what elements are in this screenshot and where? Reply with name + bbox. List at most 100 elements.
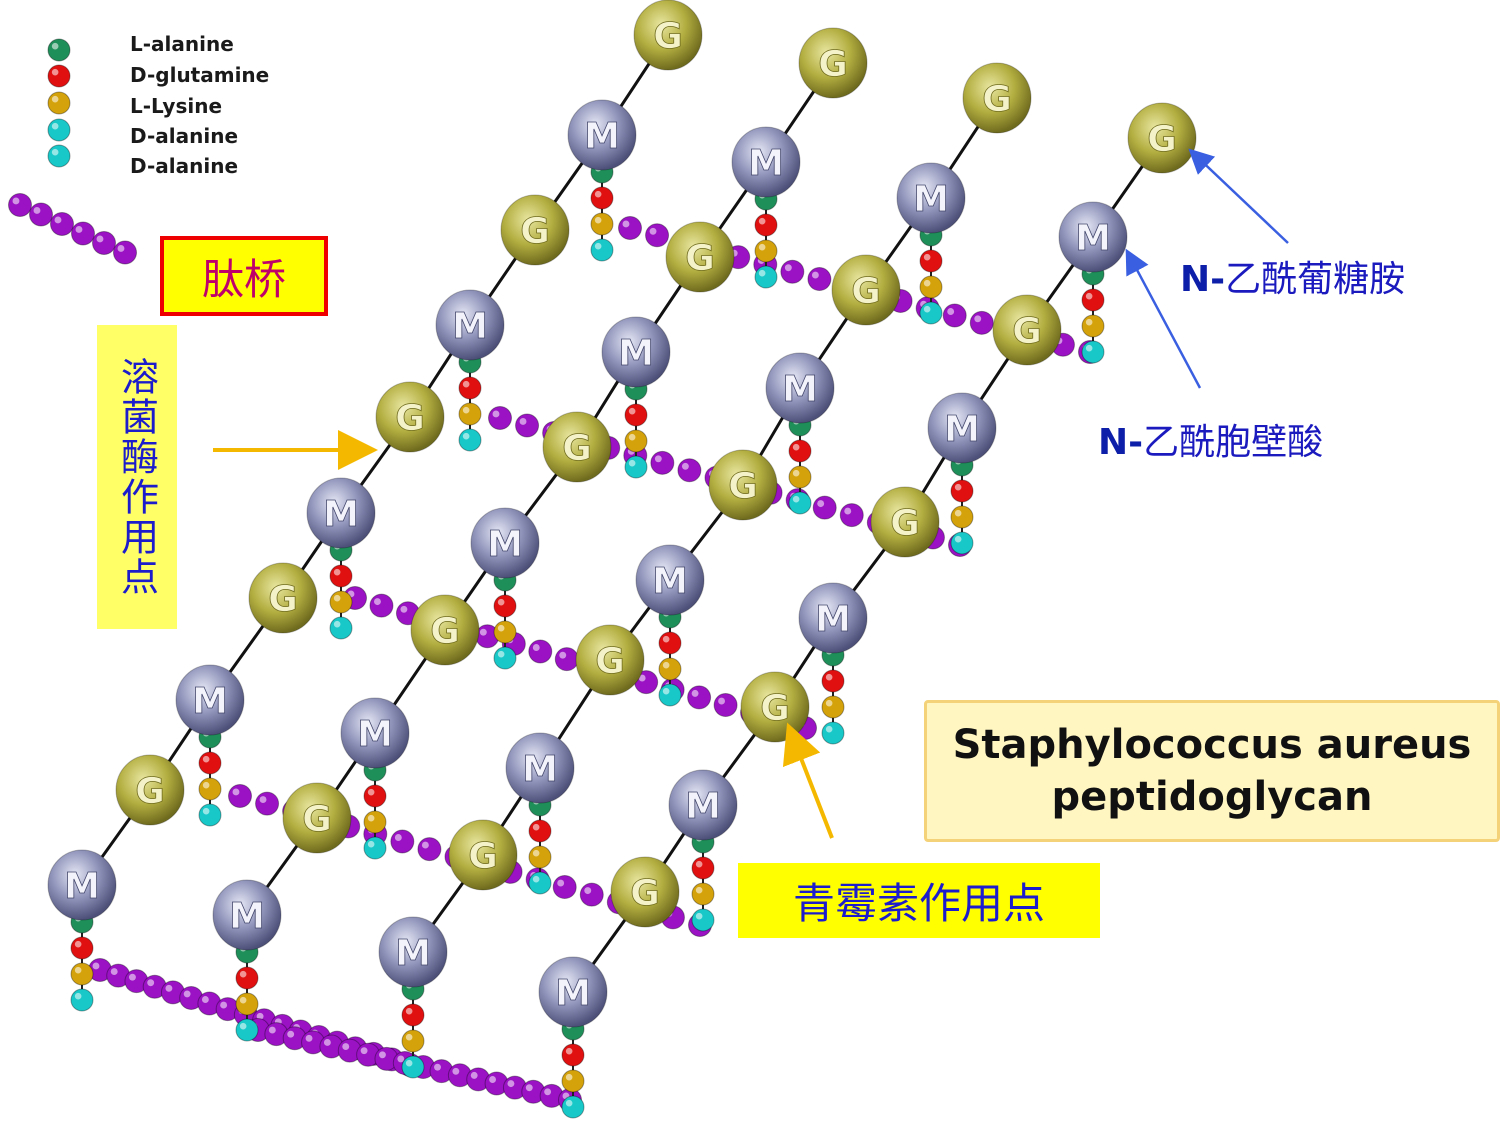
nag-node-letter: G bbox=[395, 398, 425, 439]
bridge-bead-4-shine bbox=[559, 651, 567, 659]
stem-bead bbox=[401, 1029, 425, 1053]
stem-bead bbox=[458, 376, 482, 400]
nam-node-letter: M bbox=[555, 973, 591, 1014]
stem-bead bbox=[198, 777, 222, 801]
stem-bead-shine bbox=[594, 216, 602, 224]
bridge-bead-4-shine bbox=[532, 644, 540, 651]
stem-bead bbox=[528, 845, 552, 869]
peptide-bridge-label: 肽桥 bbox=[160, 236, 328, 316]
stem-bead-shine bbox=[367, 788, 375, 796]
bridge-bead-1-shine bbox=[92, 962, 100, 970]
nag-node-letter: G bbox=[520, 211, 550, 252]
bridge-bead-4-shine bbox=[400, 605, 408, 613]
nag-node bbox=[542, 411, 612, 483]
stem-bead bbox=[235, 1018, 259, 1042]
nam-node bbox=[731, 126, 801, 198]
nag-node bbox=[248, 562, 318, 634]
stem-bead bbox=[235, 992, 259, 1016]
stem-bead bbox=[919, 249, 943, 273]
bridge-bead-6 bbox=[942, 303, 967, 328]
legend-beads bbox=[8, 38, 137, 265]
legend-bridge-bead bbox=[29, 202, 53, 227]
nag-node-letter: G bbox=[728, 466, 758, 507]
stem-bead bbox=[329, 564, 353, 588]
stem-bead-shine bbox=[405, 1033, 413, 1041]
stem-bead bbox=[788, 465, 812, 489]
stem-bead bbox=[458, 402, 482, 426]
stem-bead-shine bbox=[462, 380, 470, 388]
stem-bead bbox=[528, 871, 552, 895]
glycan-strand-3 bbox=[411, 97, 999, 953]
stem-bead bbox=[493, 594, 517, 618]
nam-node-letter: M bbox=[618, 333, 654, 374]
bridge-bead-5 bbox=[488, 406, 512, 430]
nag-node-letter: G bbox=[982, 79, 1012, 120]
legend-bridge-bead bbox=[71, 221, 95, 246]
stem-bead-shine bbox=[239, 970, 247, 978]
stem-bead bbox=[754, 213, 778, 237]
legend-bead-3-shine bbox=[51, 95, 59, 103]
stem-bead bbox=[363, 784, 387, 808]
stem-bead bbox=[198, 803, 222, 827]
nam-node bbox=[212, 879, 282, 951]
nam-node-letter: M bbox=[487, 524, 523, 565]
bridge-bead-5 bbox=[677, 458, 702, 483]
bridge-bead-4-shine bbox=[479, 628, 487, 636]
stem-bead-shine bbox=[497, 624, 505, 632]
nag-node bbox=[708, 449, 778, 521]
stem-bead bbox=[590, 238, 614, 262]
stem-bead bbox=[821, 721, 845, 745]
bridge-bead-2-shine bbox=[342, 1043, 350, 1051]
bridge-bead-3-shine bbox=[394, 834, 402, 841]
legend-label-l-lysine: L-Lysine bbox=[130, 94, 223, 118]
bridge-bead-6-shine bbox=[811, 271, 819, 279]
bridge-bead-6 bbox=[618, 216, 642, 240]
stem-bead-shine bbox=[74, 966, 82, 974]
stem-bead bbox=[919, 301, 943, 325]
bridge-bead-2-shine bbox=[287, 1030, 295, 1038]
nam-arrow bbox=[1125, 248, 1202, 389]
nag-node-letter: G bbox=[562, 428, 592, 469]
legend-bridge-bead-shine bbox=[12, 197, 20, 205]
nam-node-letter: M bbox=[192, 681, 228, 722]
stem-bead bbox=[70, 988, 94, 1012]
nag-node bbox=[448, 819, 518, 891]
stem-bead-shine bbox=[333, 594, 341, 602]
bridge-bead-6-shine bbox=[649, 227, 657, 235]
diagram-title-box: Staphylococcus aureus peptidoglycan bbox=[924, 700, 1500, 842]
stem-bead-shine bbox=[405, 1007, 413, 1015]
stem-bead-shine bbox=[594, 190, 602, 198]
nam-node bbox=[896, 162, 966, 234]
nag-node-letter: G bbox=[685, 238, 715, 279]
bridge-bead-6 bbox=[645, 223, 670, 248]
stem-bead-shine bbox=[532, 823, 540, 831]
nam-node-letter: M bbox=[1075, 218, 1111, 259]
nag-node bbox=[282, 782, 352, 854]
stem-bead bbox=[624, 455, 648, 479]
stem-bead bbox=[821, 669, 845, 693]
stem-bead bbox=[590, 212, 614, 236]
stem-bead bbox=[919, 275, 943, 299]
nam-label-name: 乙酰胞壁酸 bbox=[1143, 422, 1324, 463]
legend-bead-3 bbox=[47, 91, 71, 115]
nag-label-name: 乙酰葡糖胺 bbox=[1225, 259, 1406, 300]
peptide-stems bbox=[70, 160, 1105, 1119]
stem-bead-shine bbox=[758, 243, 766, 251]
nag-node bbox=[831, 254, 901, 326]
stem-bead-shine bbox=[628, 407, 636, 415]
legend-bridge-bead-shine bbox=[96, 235, 104, 243]
nag-node-letter: G bbox=[890, 503, 920, 544]
stem-bead bbox=[561, 1095, 585, 1119]
nam-node bbox=[927, 392, 997, 464]
bridge-bead-1-shine bbox=[201, 996, 209, 1003]
legend-label-d-alanine-1: D-alanine bbox=[130, 124, 239, 148]
nam-node-letter: M bbox=[229, 896, 265, 937]
bridge-bead-4-shine bbox=[691, 689, 699, 697]
nag-node-letter: G bbox=[302, 799, 332, 840]
stem-bead bbox=[401, 1003, 425, 1027]
bridge-bead-2-shine bbox=[525, 1084, 533, 1092]
stem-bead-shine bbox=[758, 217, 766, 225]
bridge-bead-5 bbox=[812, 495, 837, 520]
nag-node-letter: G bbox=[760, 688, 790, 729]
legend-bridge-bead bbox=[92, 231, 116, 255]
